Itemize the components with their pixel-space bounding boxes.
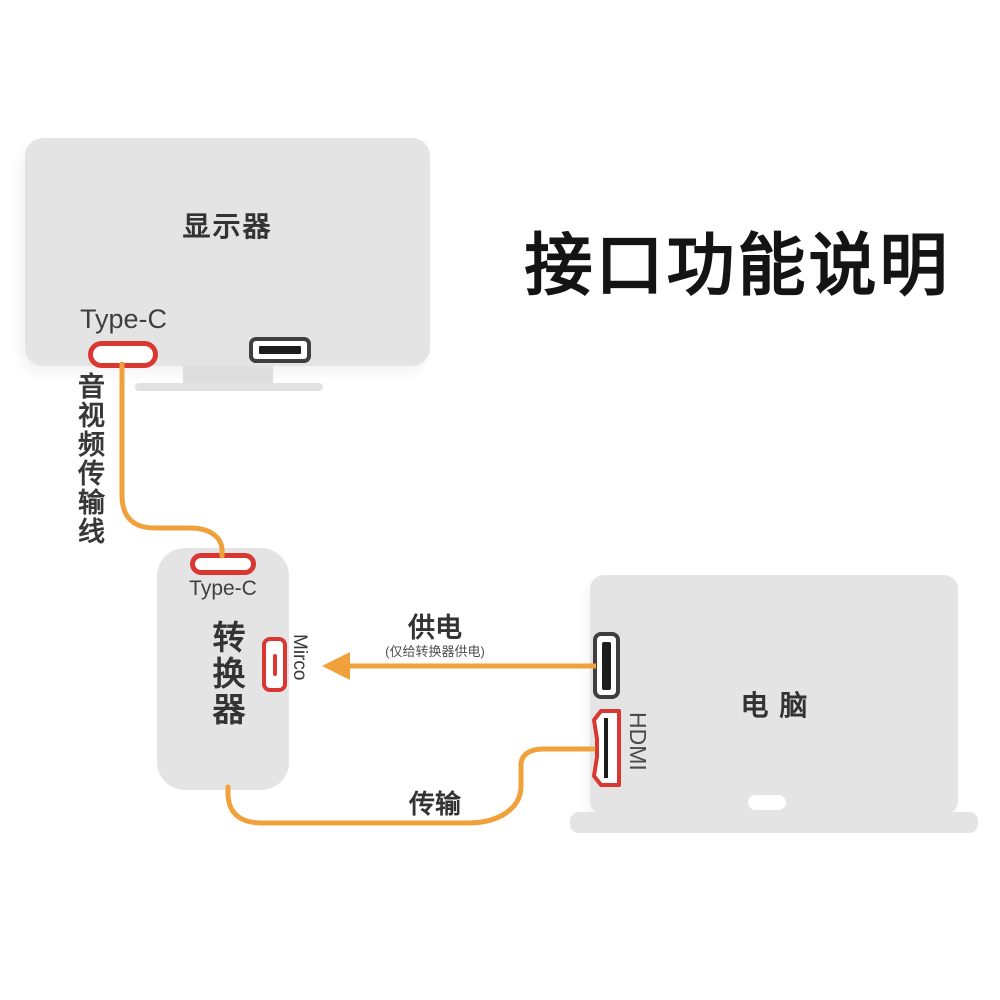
converter-typec-port-label: Type-C xyxy=(189,577,257,600)
converter-micro-port-label: Mirco xyxy=(289,634,310,681)
monitor-typec-port-icon xyxy=(88,341,158,368)
power-arrowhead xyxy=(322,652,350,680)
computer-hdmi-port-label: HDMI xyxy=(625,712,651,771)
av-cable-label: 音视频传输线 xyxy=(74,372,104,546)
monitor-typec-port-label: Type-C xyxy=(80,304,168,334)
monitor-box xyxy=(25,138,430,366)
power-link-note: (仅给转换器供电) xyxy=(385,644,485,659)
computer-usb-port-icon xyxy=(593,632,620,699)
transfer-link-label: 传输 xyxy=(408,789,461,819)
computer-usb-port-pin xyxy=(602,641,611,690)
monitor-usb-port-pin xyxy=(259,346,301,354)
monitor-label: 显示器 xyxy=(182,211,273,242)
converter-micro-port-icon xyxy=(262,637,287,692)
computer-notch xyxy=(748,795,786,810)
computer-label: 电脑 xyxy=(740,690,819,721)
computer-base xyxy=(570,812,978,833)
computer-hdmi-port-pin xyxy=(604,718,608,778)
power-link-label: 供电 xyxy=(408,613,462,643)
page-title: 接口功能说明 xyxy=(524,228,951,304)
converter-micro-port-pin xyxy=(272,653,277,676)
converter-typec-port-icon xyxy=(190,553,256,575)
monitor-stand-neck xyxy=(183,366,273,383)
monitor-usb-port-icon xyxy=(249,337,311,363)
av-cable-line xyxy=(119,361,225,559)
converter-label: 转换器 xyxy=(208,620,245,728)
computer-hdmi-port-icon xyxy=(592,709,621,787)
monitor-stand-base xyxy=(135,383,323,391)
computer-box xyxy=(590,575,958,815)
